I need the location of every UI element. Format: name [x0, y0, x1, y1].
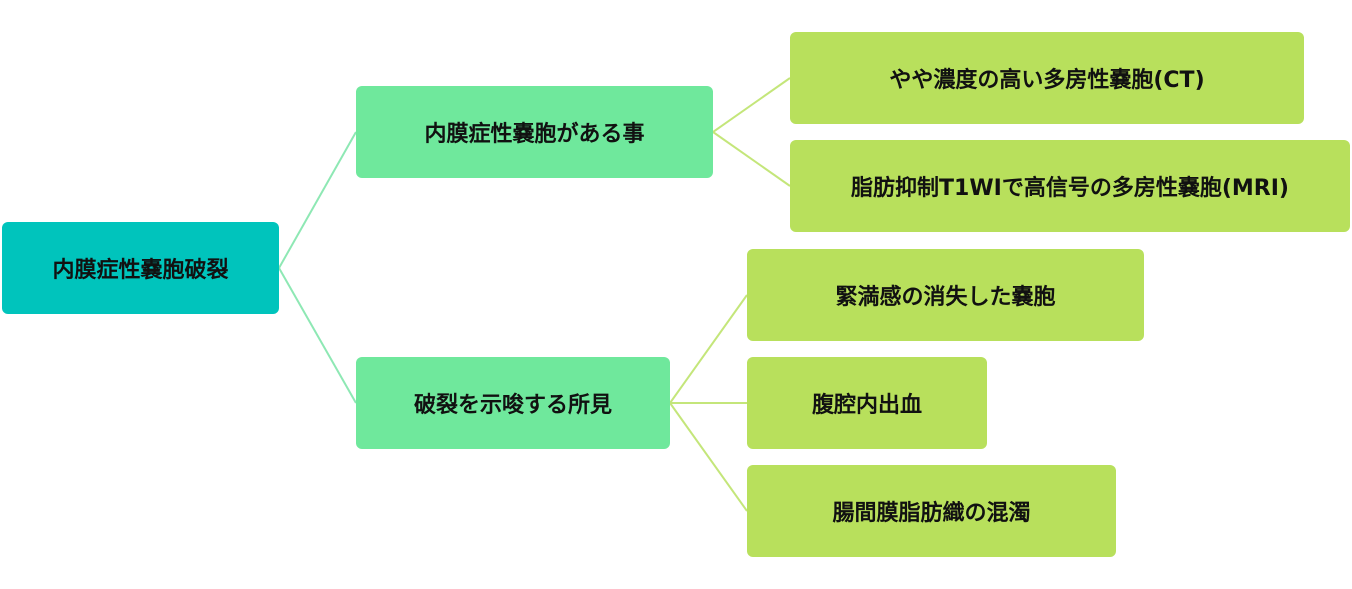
leaf-node-mri-finding[interactable]: 脂肪抑制T1WIで高信号の多房性嚢胞(MRI)	[790, 140, 1350, 232]
root-node-label: 内膜症性嚢胞破裂	[52, 258, 229, 283]
connector-branch-1-to-leaf-1	[712, 77, 791, 133]
connector-branch-1-to-leaf-2	[712, 131, 791, 187]
leaf-node-label: 脂肪抑制T1WIで高信号の多房性嚢胞(MRI)	[851, 176, 1289, 201]
connector-branch-2-to-leaf-1	[669, 294, 748, 404]
branch-node-rupture-findings[interactable]: 破裂を示唆する所見	[356, 357, 670, 449]
leaf-node-label: やや濃度の高い多房性嚢胞(CT)	[889, 68, 1205, 93]
leaf-node-ct-finding[interactable]: やや濃度の高い多房性嚢胞(CT)	[790, 32, 1304, 124]
connector-root-to-branch-2	[278, 267, 357, 404]
branch-node-label: 内膜症性嚢胞がある事	[424, 122, 645, 147]
leaf-node-lost-tension[interactable]: 緊満感の消失した嚢胞	[747, 249, 1144, 341]
leaf-node-hemoperitoneum[interactable]: 腹腔内出血	[747, 357, 987, 449]
leaf-node-label: 緊満感の消失した嚢胞	[835, 285, 1056, 310]
connector-root-to-branch-1	[278, 131, 357, 269]
branch-node-endometrioma-present[interactable]: 内膜症性嚢胞がある事	[356, 86, 713, 178]
connector-branch-2-to-leaf-3	[669, 402, 748, 512]
leaf-node-label: 腸間膜脂肪織の混濁	[832, 501, 1031, 526]
branch-node-label: 破裂を示唆する所見	[413, 393, 612, 418]
leaf-node-label: 腹腔内出血	[811, 393, 922, 418]
root-node[interactable]: 内膜症性嚢胞破裂	[2, 222, 279, 314]
leaf-node-mesenteric-stranding[interactable]: 腸間膜脂肪織の混濁	[747, 465, 1116, 557]
